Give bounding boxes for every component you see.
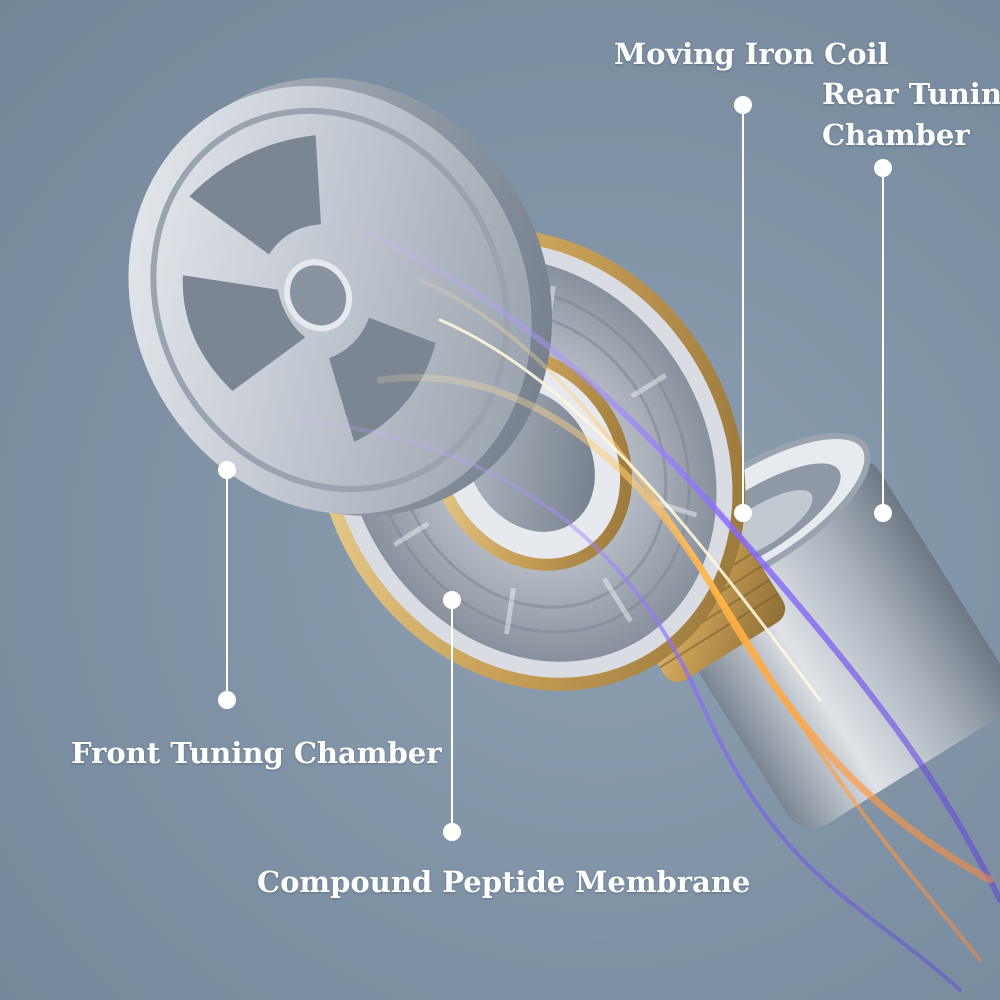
callout-compound-peptide-membrane bbox=[443, 591, 461, 841]
label-rear-tuning-chamber-line1: Rear Tuning bbox=[822, 77, 1000, 111]
callout-rear-tuning-chamber bbox=[874, 159, 892, 522]
label-moving-iron-coil: Moving Iron Coil bbox=[614, 37, 889, 71]
callout-moving-iron-coil bbox=[734, 96, 752, 522]
label-rear-tuning-chamber-line2: Chamber bbox=[822, 118, 970, 152]
label-front-tuning-chamber: Front Tuning Chamber bbox=[71, 736, 442, 770]
front-tuning-chamber-shape bbox=[128, 77, 553, 516]
callout-front-tuning-chamber bbox=[218, 461, 236, 709]
label-compound-peptide-membrane: Compound Peptide Membrane bbox=[257, 865, 751, 899]
energy-light-trails bbox=[298, 227, 1000, 992]
label-rear-tuning-chamber: Rear Tuning Chamber bbox=[822, 74, 1000, 156]
